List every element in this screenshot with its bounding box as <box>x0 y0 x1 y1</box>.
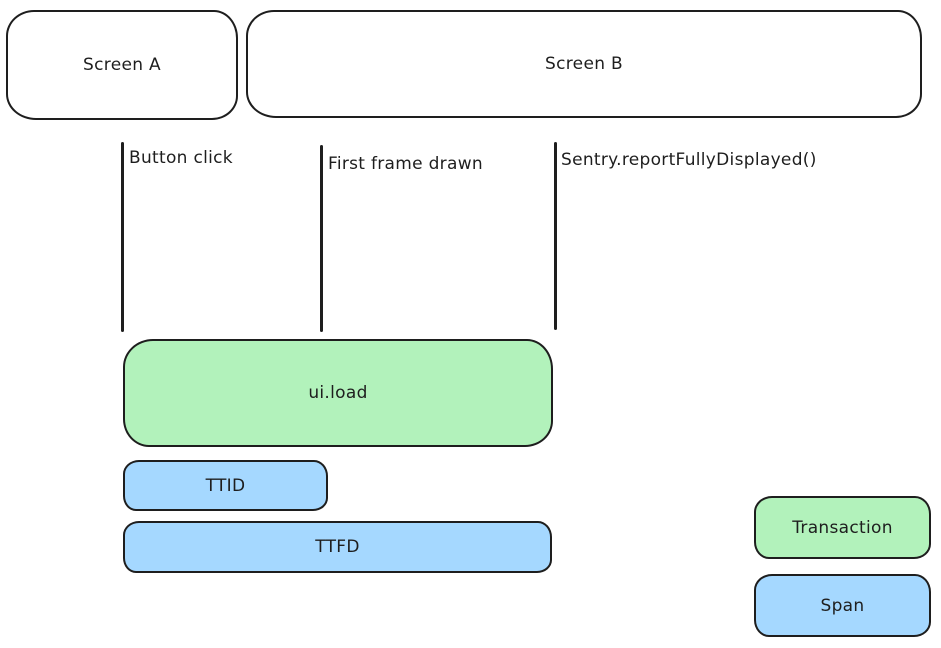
ttfd-label: TTFD <box>315 537 360 557</box>
ttid-label: TTID <box>205 475 246 496</box>
legend-transaction-label: Transaction <box>792 517 893 538</box>
legend-transaction-box: Transaction <box>754 496 931 559</box>
legend-span-label: Span <box>820 595 865 616</box>
report-fully-displayed-marker-label: Sentry.reportFullyDisplayed() <box>561 150 817 170</box>
screen-a-label: Screen A <box>83 55 161 75</box>
first-frame-drawn-marker-label: First frame drawn <box>328 154 483 174</box>
button-click-marker-label: Button click <box>129 148 233 168</box>
legend-span-box: Span <box>754 574 931 637</box>
first-frame-drawn-marker-line <box>320 145 323 332</box>
ttfd-span-bar: TTFD <box>123 521 552 573</box>
ui-load-transaction-bar: ui.load <box>123 335 553 447</box>
report-fully-displayed-marker-line <box>554 142 557 330</box>
button-click-marker-line <box>121 142 124 332</box>
screen-b-label: Screen B <box>545 54 623 74</box>
ui-load-label: ui.load <box>308 383 368 403</box>
screen-a-box: Screen A <box>6 10 238 120</box>
screen-b-box: Screen B <box>246 10 922 118</box>
ttid-span-bar: TTID <box>123 460 328 511</box>
